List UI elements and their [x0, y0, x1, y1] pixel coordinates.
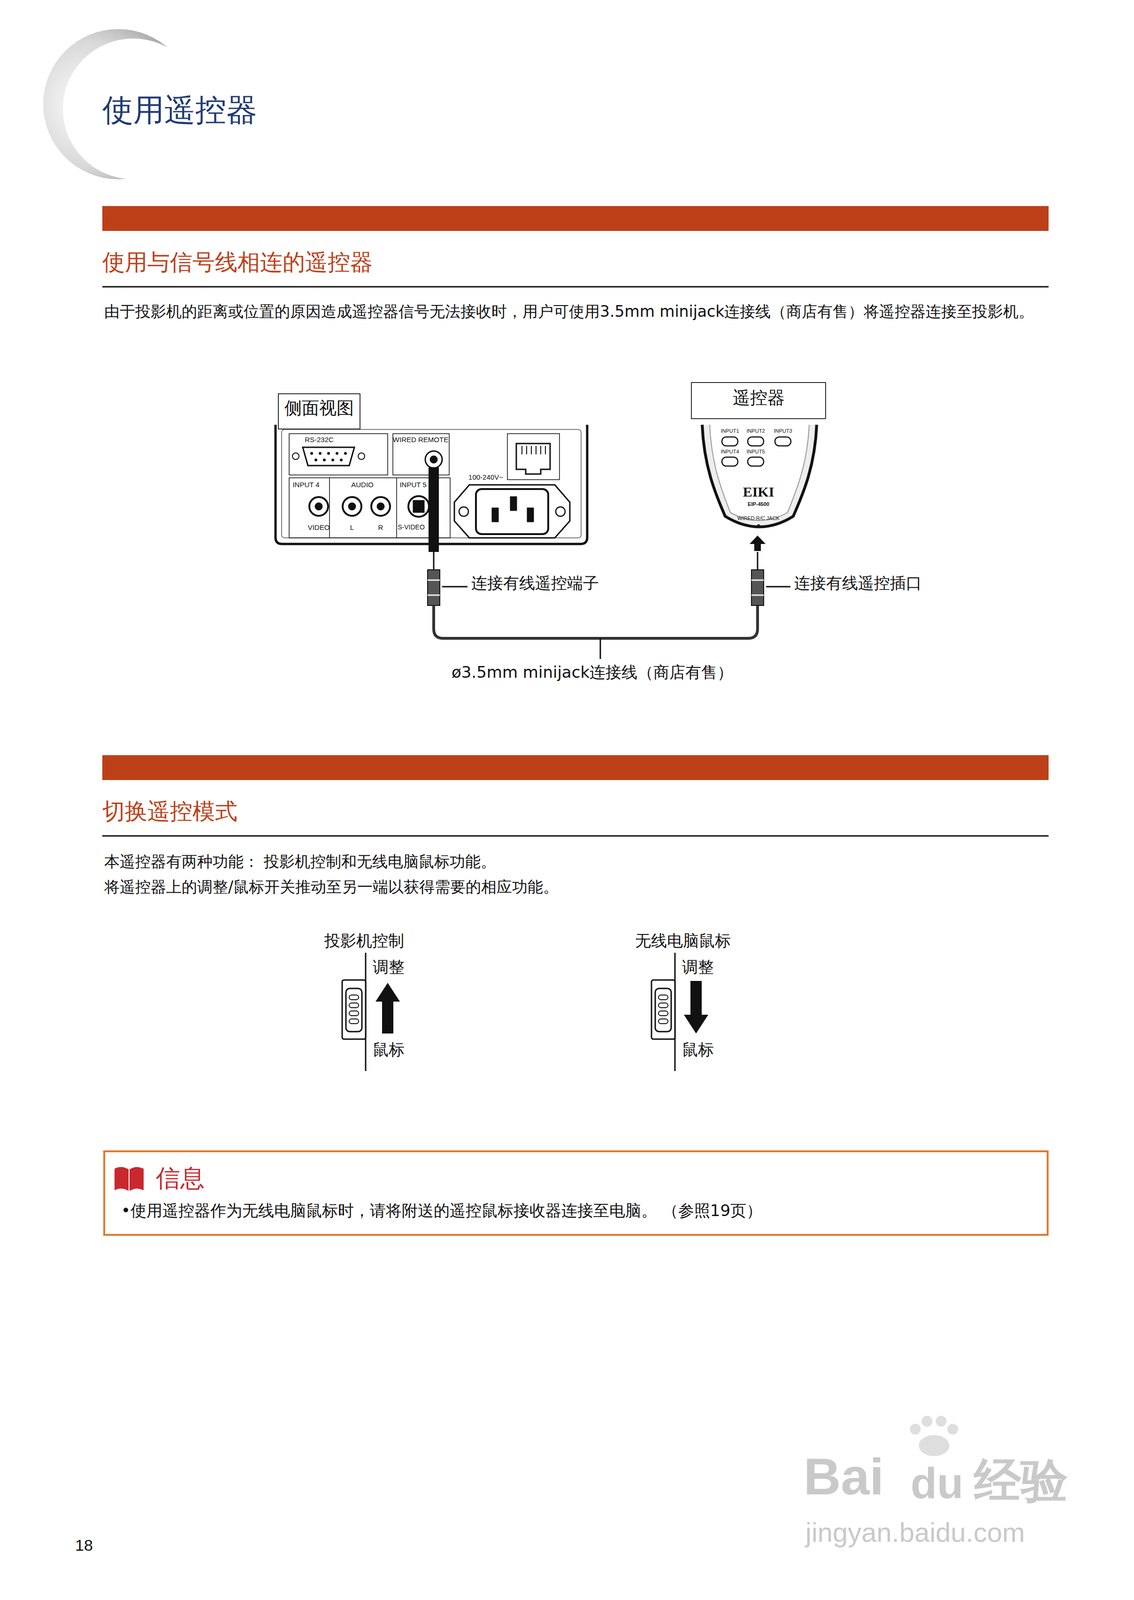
box-heading: 侧面视图	[284, 397, 354, 420]
watermark: 经验	[973, 1452, 1068, 1510]
button-label: INPUT3	[773, 428, 792, 435]
button-label: INPUT5	[746, 448, 765, 455]
leader-line	[442, 586, 791, 659]
brand-logo: EIKI	[743, 483, 775, 501]
box-heading: 信息	[155, 1162, 1036, 1195]
minijack-cable	[427, 467, 766, 639]
view-label-box: 侧面视图	[277, 393, 361, 430]
switch-label: 调整	[372, 957, 405, 977]
watermark: du	[910, 1457, 964, 1510]
model-label: EIP-4500	[747, 501, 770, 508]
section-heading: 使用与信号线相连的遥控器	[102, 248, 373, 276]
box-heading: 遥控器	[698, 386, 819, 410]
body-text: 将遥控器上的调整/鼠标开关推动至另一端以获得需要的相应功能。	[104, 877, 559, 897]
port-label: VIDEO	[307, 523, 330, 532]
port-label: RS-232C	[304, 435, 334, 445]
port-label: L	[350, 523, 354, 532]
info-box: 信息 •使用遥控器作为无线电脑鼠标时，请将附送的遥控鼠标接收器连接至电脑。 （参照…	[103, 1150, 1049, 1236]
watermark: Bai	[803, 1445, 884, 1508]
section-bar	[102, 755, 1049, 781]
button-label: INPUT1	[720, 428, 739, 435]
port-label: R	[378, 523, 384, 532]
switch-label: 调整	[681, 957, 714, 977]
box-body: •使用遥控器作为无线电脑鼠标时，请将附送的遥控鼠标接收器连接至电脑。 （参照19…	[121, 1200, 1036, 1221]
port-label: INPUT 5	[399, 480, 427, 490]
body-text: 由于投影机的距离或位置的原因造成遥控器信号无法接收时，用户可使用3.5mm mi…	[104, 298, 1048, 326]
section-heading: 切换遥控模式	[102, 797, 238, 826]
port-label: INPUT 4	[292, 480, 320, 490]
callout-label: 连接有线遥控插口	[794, 573, 922, 593]
cable-label: ø3.5mm minijack连接线（商店有售）	[451, 662, 734, 682]
heading-rule	[102, 835, 1049, 837]
callout-label: 连接有线遥控端子	[471, 573, 599, 593]
heading-rule	[102, 286, 1049, 288]
page-number: 18	[75, 1535, 93, 1556]
button-label: INPUT4	[720, 448, 739, 455]
button-label: INPUT2	[746, 428, 765, 435]
book-icon	[114, 1166, 144, 1192]
watermark: jingyan.baidu.com	[805, 1516, 1026, 1549]
mode-label: 无线电脑鼠标	[635, 931, 731, 951]
page-title: 使用遥控器	[102, 91, 258, 129]
switch-label: 鼠标	[372, 1040, 405, 1060]
mode-label: 投影机控制	[324, 931, 405, 951]
switch-label: 鼠标	[681, 1040, 714, 1060]
port-label: AUDIO	[351, 480, 374, 490]
section-bar	[102, 206, 1049, 231]
port-label: S-VIDEO	[397, 523, 425, 532]
view-label-box: 遥控器	[690, 382, 827, 420]
body-text: 本遥控器有两种功能： 投影机控制和无线电脑鼠标功能。	[104, 852, 497, 872]
port-label: 100-240V~	[468, 473, 504, 482]
remote-control	[702, 424, 817, 528]
jack-label: WIRED R/C JACK	[737, 515, 780, 522]
port-label: WIRED REMOTE	[392, 435, 449, 445]
watermark-paw	[909, 1415, 959, 1457]
